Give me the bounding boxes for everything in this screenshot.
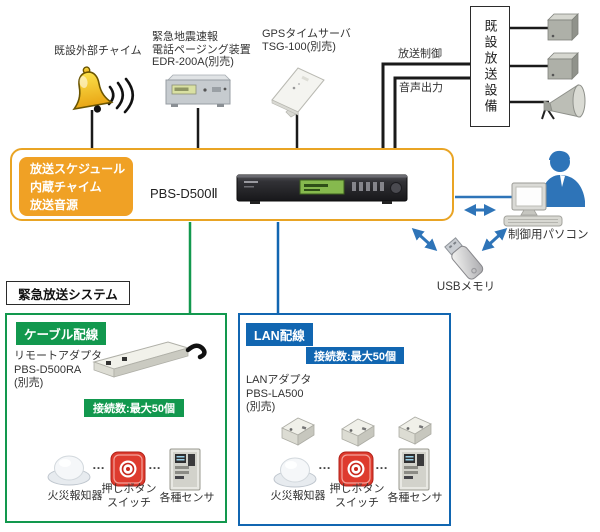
remote-adapter-image (92, 341, 207, 378)
gps-device-image (271, 67, 325, 118)
main-unit-model-label: PBS-D500Ⅱ (150, 186, 218, 201)
cable-wiring-header: ケーブル配線 (16, 322, 107, 345)
ellipsis-dots: … (92, 457, 106, 472)
usb-memory-label: USBメモリ (436, 281, 496, 293)
cable-connection-badge: 接続数:最大50個 (84, 399, 184, 417)
ellipsis-dots: … (148, 457, 162, 472)
ellipsis-dots: … (375, 457, 389, 472)
broadcast-control-label: 放送制御 (398, 48, 442, 60)
horn-speaker-icon (541, 84, 586, 120)
usb-memory-icon (444, 237, 484, 280)
sensor-label: 各種センサ (159, 492, 215, 504)
pbs-d500-device-image (236, 174, 408, 204)
lan-adapter-image (341, 418, 375, 447)
main-unit-features-badge: 放送スケジュール 内蔵チャイム 放送音源 (19, 157, 133, 216)
keyboard-icon (503, 215, 563, 227)
control-pc-icon (511, 182, 547, 216)
gps-label: GPSタイムサーバ TSG-100(別売) (262, 28, 351, 53)
wall-speaker-icon (547, 52, 579, 80)
fire-detector-icon (273, 457, 317, 488)
push-button-label: 押しボタン スイッチ (101, 483, 157, 509)
remote-adapter-label: リモートアダプタ PBS-D500RA (別売) (14, 350, 102, 389)
edr-device-image (165, 74, 231, 107)
arrow-usb-pc (481, 227, 508, 252)
arrow-pbs-usb (411, 227, 438, 252)
control-pc-label: 制御用パソコン (508, 229, 589, 241)
sensor-label: 各種センサ (387, 492, 443, 504)
fire-detector-icon (47, 455, 91, 486)
lan-adapter-image (281, 417, 315, 446)
fire-detector-label: 火災報知器 (270, 490, 326, 502)
existing-equipment-box: 既設放送設備 (470, 6, 510, 127)
ellipsis-dots: … (318, 457, 332, 472)
sensor-icon (169, 448, 201, 491)
lan-adapter-label: LANアダプタ PBS-LA500 (別売) (246, 374, 312, 413)
audio-output-label: 音声出力 (399, 82, 443, 94)
tie-icon (560, 175, 565, 187)
push-button-label: 押しボタン スイッチ (329, 483, 385, 509)
wall-speaker-icon (547, 13, 579, 41)
lan-connection-badge: 接続数:最大50個 (306, 347, 404, 364)
lan-wiring-header: LAN配線 (246, 323, 313, 346)
external-chime-label: 既設外部チャイム (54, 45, 142, 57)
control-pc-group (503, 150, 585, 227)
lan-adapter-image (398, 416, 432, 445)
emergency-system-title: 緊急放送システム (6, 281, 130, 305)
fire-detector-label: 火災報知器 (47, 490, 103, 502)
edr-label: 緊急地震速報 電話ページング装置 EDR-200A(別売) (152, 31, 251, 68)
sensor-icon (398, 448, 430, 491)
bell-icon (72, 66, 114, 113)
